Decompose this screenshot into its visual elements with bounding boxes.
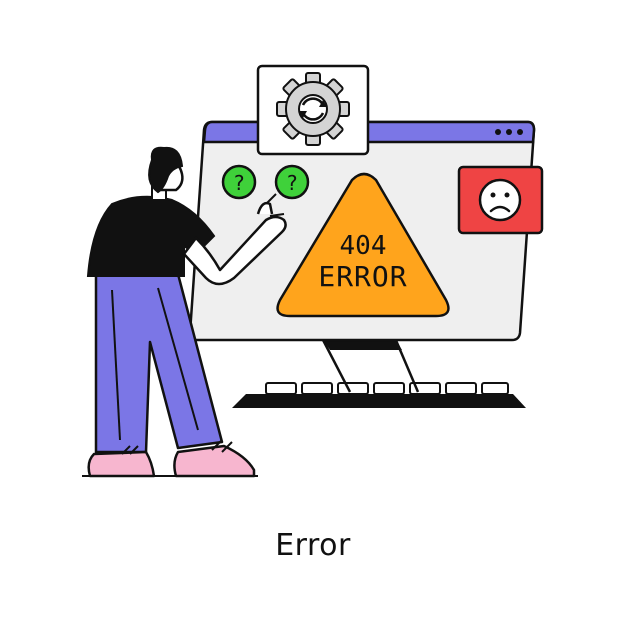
question-mark: ? xyxy=(286,171,298,195)
right-sneaker xyxy=(173,444,256,478)
sad-face-icon xyxy=(478,178,522,222)
arm xyxy=(182,215,287,286)
settings-card xyxy=(256,64,370,156)
error-label: ERROR xyxy=(318,260,407,293)
help-badge-2: ? xyxy=(274,164,310,200)
question-mark: ? xyxy=(233,171,245,195)
warning-triangle-icon xyxy=(276,172,450,318)
question-icon xyxy=(274,164,310,200)
left-sneaker xyxy=(87,450,156,478)
keyboard xyxy=(232,382,526,408)
caption-title: Error xyxy=(275,528,351,563)
dots-menu-icon xyxy=(495,129,523,135)
warning-sign: 404 ERROR xyxy=(276,172,450,318)
hair xyxy=(148,146,184,194)
alert-card xyxy=(457,165,544,235)
shirt xyxy=(86,195,216,277)
person xyxy=(82,146,287,478)
help-badge-1: ? xyxy=(221,164,257,200)
gear-sync-icon xyxy=(276,72,350,146)
question-icon xyxy=(221,164,257,200)
error-code: 404 xyxy=(340,231,387,261)
